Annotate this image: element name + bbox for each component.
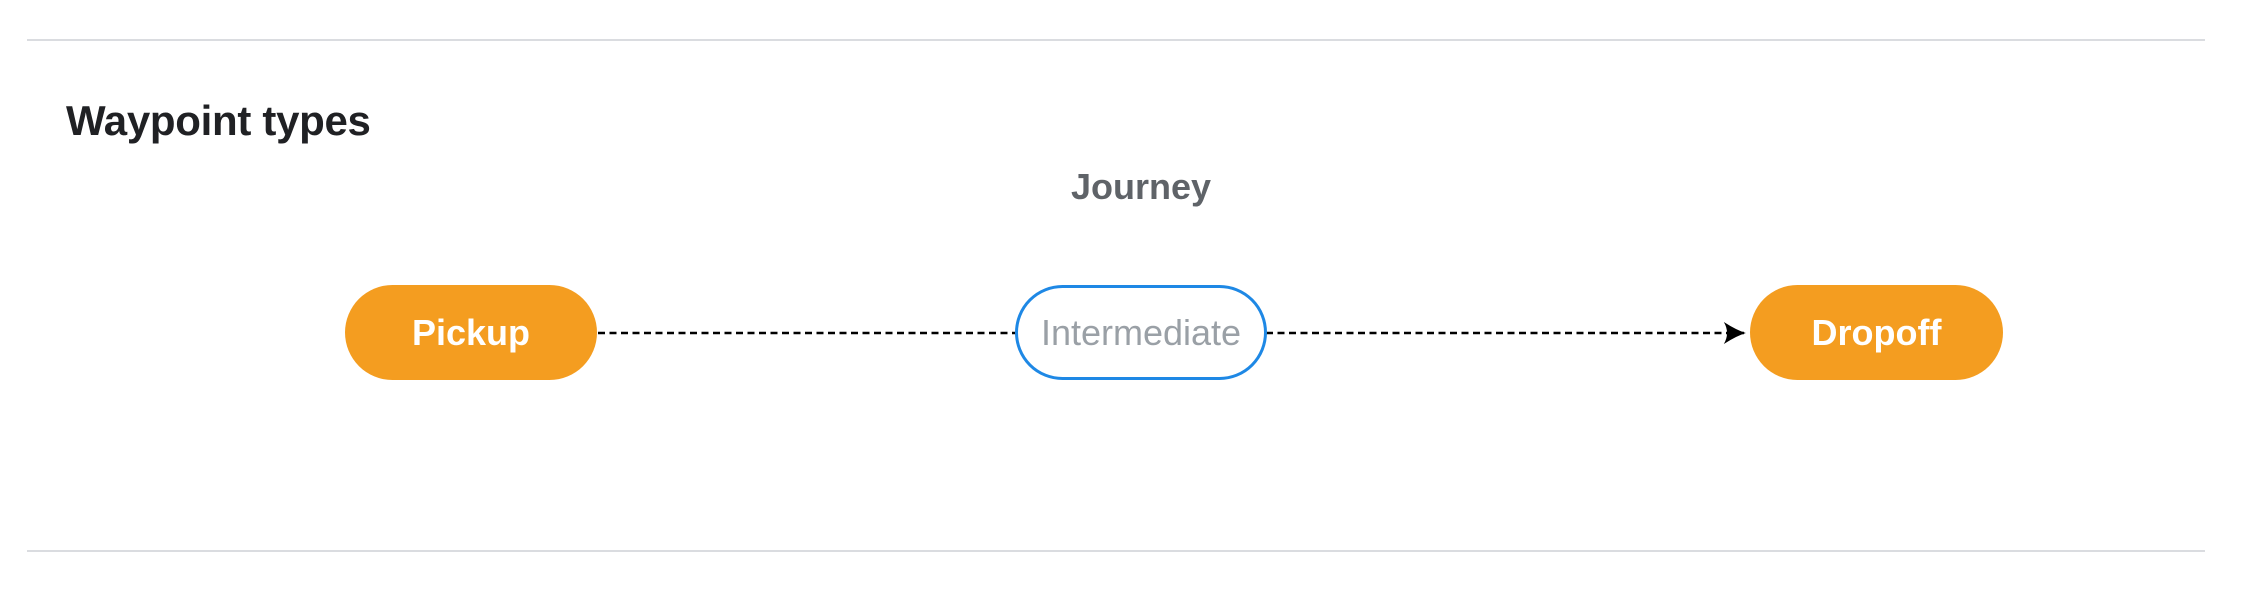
waypoint-node-intermediate-label: Intermediate [1040, 311, 1242, 353]
waypoint-node-dropoff-label: Dropoff [1811, 311, 1942, 353]
waypoint-node-dropoff: Dropoff [1750, 285, 2003, 380]
journey-label: Journey [1070, 166, 1212, 207]
bottom-divider [27, 550, 2205, 552]
section-title: Waypoint types [66, 96, 371, 144]
top-divider [27, 39, 2205, 41]
waypoint-node-pickup: Pickup [345, 285, 597, 380]
waypoint-node-intermediate: Intermediate [1015, 285, 1267, 380]
waypoint-node-pickup-label: Pickup [411, 311, 531, 353]
